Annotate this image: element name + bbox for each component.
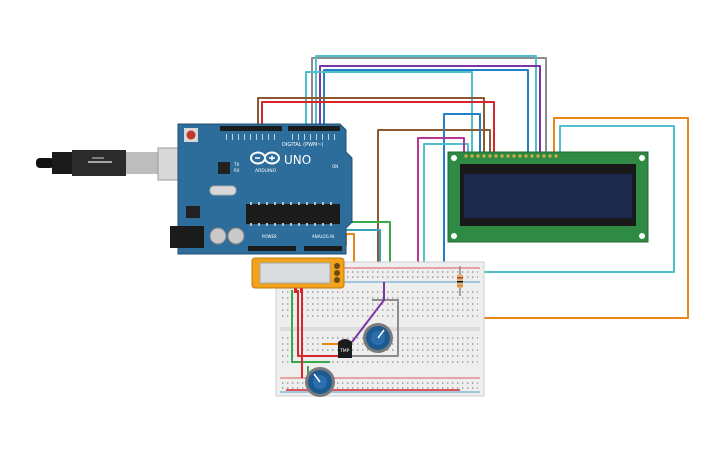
wire-cyan-right xyxy=(462,125,675,273)
power-jack[interactable] xyxy=(170,226,204,248)
wire-green-bb xyxy=(291,290,330,363)
usb-chip xyxy=(218,162,230,174)
temperature-sensor-icon[interactable]: TMP xyxy=(338,339,352,358)
usb-plug-icon xyxy=(36,147,199,181)
analog-label: ANALOG IN xyxy=(312,234,334,239)
wire-orange-right xyxy=(462,117,689,319)
arduino-uno-board[interactable]: DIGITAL (PWM~) UNO ARDUINO TX RX ON xyxy=(170,123,353,255)
wire-red-bb xyxy=(297,290,338,357)
lcd-16x2-display[interactable] xyxy=(447,151,649,243)
crystal xyxy=(209,185,237,196)
wire-cyan-top xyxy=(315,55,537,155)
capacitor-2 xyxy=(227,227,245,245)
wire-blue-top xyxy=(323,69,529,155)
arduino-logo-icon xyxy=(250,151,280,165)
analog-header[interactable] xyxy=(304,246,342,251)
rx-label: RX xyxy=(234,168,240,173)
reset-button-icon[interactable] xyxy=(184,128,198,142)
resistor-icon xyxy=(457,266,463,296)
lcd-screen xyxy=(464,174,632,218)
wire-blue-mid xyxy=(443,113,481,270)
potentiometer-icon[interactable] xyxy=(363,323,393,353)
relay-module[interactable] xyxy=(251,257,345,289)
wire-brown-top xyxy=(257,97,485,155)
pin-red-1 xyxy=(294,288,297,293)
pin-red-2 xyxy=(300,288,303,293)
wire-brown-mid xyxy=(377,129,491,270)
board-maker: ARDUINO xyxy=(255,168,277,174)
wire-gray-top xyxy=(311,57,547,155)
digital-header-right[interactable] xyxy=(288,126,340,131)
board-brand: UNO xyxy=(284,153,311,167)
potentiometer-2-icon[interactable] xyxy=(305,367,335,397)
wire-cyan-mid xyxy=(423,143,469,268)
sensor-label: TMP xyxy=(339,348,350,354)
power-label: POWER xyxy=(262,234,277,239)
on-label: ON xyxy=(332,164,338,169)
wire-red-top xyxy=(261,101,495,155)
tx-label: TX xyxy=(233,162,239,167)
digital-label: DIGITAL (PWM~) xyxy=(282,142,324,148)
wire-purple-bb xyxy=(351,282,385,343)
wire-purple-top xyxy=(319,65,541,155)
capacitor-1 xyxy=(209,227,227,245)
voltage-regulator xyxy=(186,206,200,218)
digital-header-left[interactable] xyxy=(220,126,282,131)
power-header[interactable] xyxy=(248,246,296,251)
atmega-chip xyxy=(246,204,340,224)
wire-magenta-mid xyxy=(417,137,465,268)
